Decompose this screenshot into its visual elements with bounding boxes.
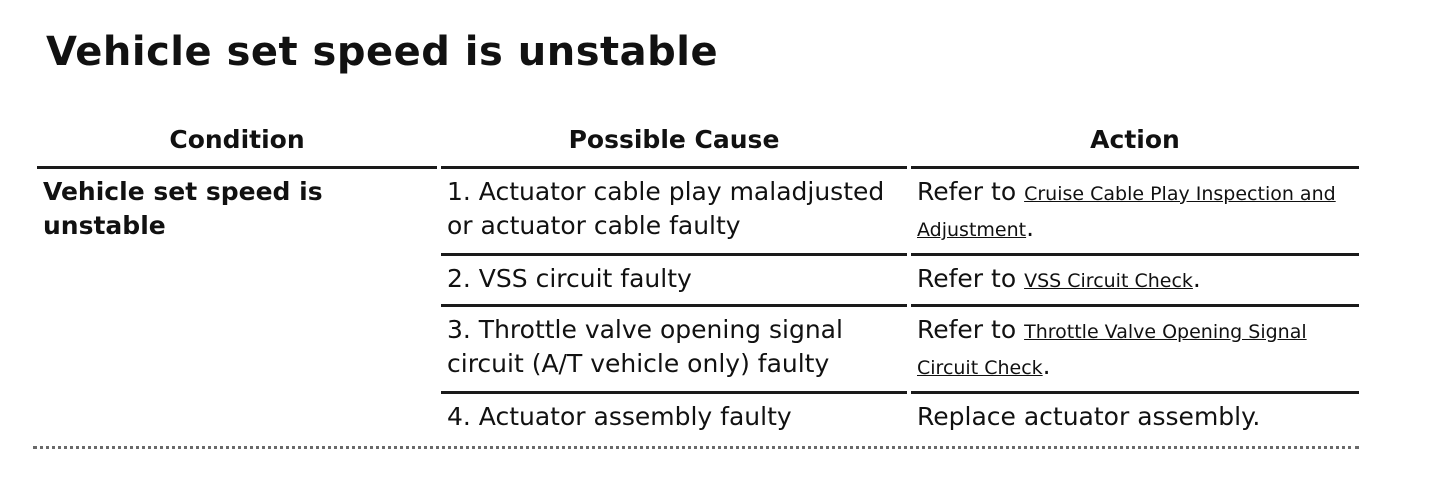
- action-cell: Refer to Cruise Cable Play Inspection an…: [911, 169, 1359, 256]
- action-cell: Refer to VSS Circuit Check.: [911, 256, 1359, 307]
- table-bottom-divider: [33, 446, 1359, 449]
- action-prefix: Refer to: [917, 177, 1025, 206]
- action-suffix: .: [1026, 213, 1035, 242]
- table-row: 2. VSS circuit faulty Refer to VSS Circu…: [37, 256, 1359, 307]
- action-cell: Replace actuator assembly.: [917, 402, 1261, 431]
- header-action: Action: [911, 112, 1359, 169]
- action-cell: Refer to Throttle Valve Opening Signal C…: [911, 307, 1359, 394]
- throttle-valve-opening-signal-link[interactable]: Throttle Valve Opening Signal Circuit Ch…: [917, 321, 1307, 379]
- cruise-cable-play-inspection-link[interactable]: Cruise Cable Play Inspection and Adjustm…: [917, 183, 1336, 241]
- action-suffix: .: [1192, 264, 1201, 293]
- action-prefix: Refer to: [917, 264, 1025, 293]
- cause-cell: 3. Throttle valve opening signal circuit…: [441, 307, 907, 394]
- header-possible-cause: Possible Cause: [441, 112, 907, 169]
- action-prefix: Refer to: [917, 315, 1025, 344]
- cause-cell: 1. Actuator cable play maladjusted or ac…: [441, 169, 907, 256]
- vss-circuit-check-link[interactable]: VSS Circuit Check: [1024, 270, 1193, 292]
- header-condition: Condition: [37, 112, 437, 169]
- table-row: 4. Actuator assembly faulty Replace actu…: [37, 394, 1359, 440]
- action-suffix: .: [1042, 351, 1051, 380]
- table-row: Vehicle set speed is unstable 1. Actuato…: [37, 169, 1359, 256]
- table-header-row: Condition Possible Cause Action: [37, 112, 1359, 169]
- cause-cell: 2. VSS circuit faulty: [441, 256, 907, 307]
- condition-cell: Vehicle set speed is unstable: [43, 177, 323, 240]
- page-title: Vehicle set speed is unstable: [46, 29, 719, 75]
- table-row: 3. Throttle valve opening signal circuit…: [37, 307, 1359, 394]
- troubleshooting-table: Condition Possible Cause Action Vehicle …: [33, 112, 1363, 440]
- cause-cell: 4. Actuator assembly faulty: [447, 402, 792, 431]
